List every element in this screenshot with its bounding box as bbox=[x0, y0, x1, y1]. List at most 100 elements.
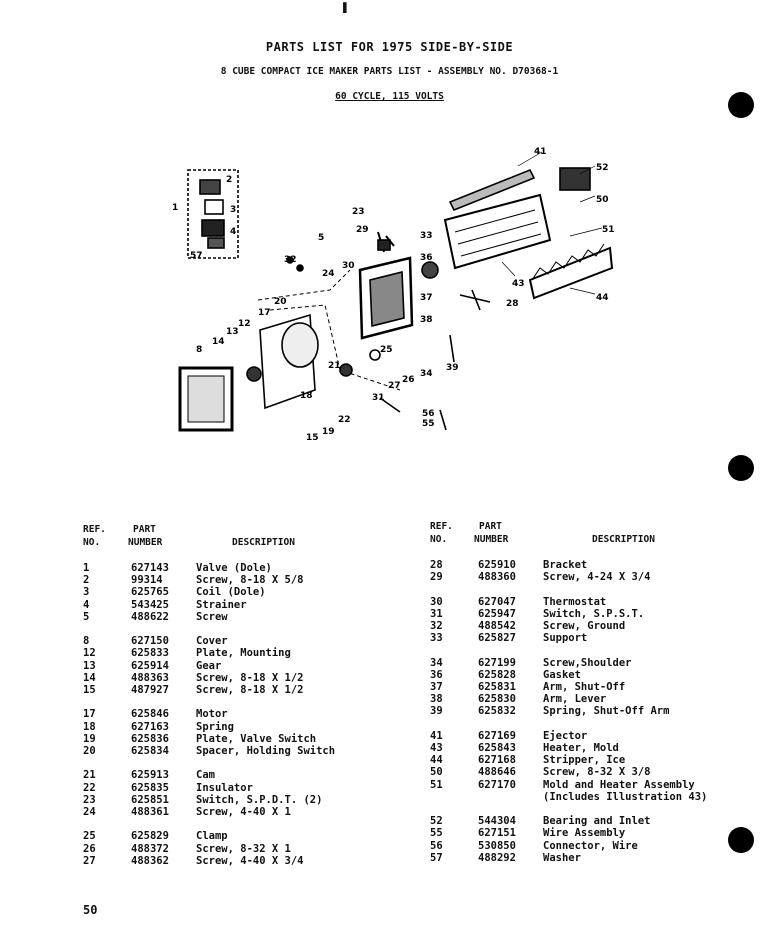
ref-number bbox=[430, 791, 478, 803]
ref-number: 20 bbox=[83, 745, 96, 758]
part-number: 488622 bbox=[131, 610, 169, 623]
group-spacer bbox=[83, 623, 335, 635]
part-number: 488361 bbox=[131, 806, 169, 819]
part-number: 99314 bbox=[131, 574, 163, 587]
part-description: Plate, Mounting bbox=[196, 647, 291, 660]
callout-37: 37 bbox=[420, 293, 433, 303]
part-number: 625835 bbox=[131, 781, 169, 794]
part-description: Ejector bbox=[543, 729, 588, 742]
ref-number: 3 bbox=[83, 586, 90, 599]
part-description: Screw, 4-40 X 3/4 bbox=[196, 854, 304, 867]
ref-number: 28 bbox=[430, 559, 443, 571]
ref-number: 50 bbox=[430, 766, 443, 779]
part-number: 488362 bbox=[131, 854, 169, 867]
ref-number: 25 bbox=[83, 830, 96, 843]
part-number: 487927 bbox=[131, 684, 169, 697]
ref-number: 12 bbox=[83, 647, 96, 660]
ref-number: 36 bbox=[430, 668, 443, 681]
page-number: 50 bbox=[83, 903, 98, 917]
ref-number: 33 bbox=[430, 632, 443, 645]
callout-30: 30 bbox=[342, 261, 355, 271]
callout-34: 34 bbox=[420, 369, 433, 379]
callout-27: 27 bbox=[388, 381, 401, 391]
group-spacer bbox=[83, 818, 335, 830]
part-number: 627163 bbox=[131, 720, 169, 733]
binder-hole-middle bbox=[728, 455, 754, 481]
part-description: Support bbox=[543, 632, 588, 645]
callout-44: 44 bbox=[596, 293, 609, 303]
part-description: Screw bbox=[196, 610, 228, 623]
part-number: 627047 bbox=[478, 595, 516, 608]
part-number: 627199 bbox=[478, 656, 516, 669]
part-number: 625910 bbox=[478, 559, 516, 571]
ref-number: 39 bbox=[430, 705, 443, 718]
part-description: Cam bbox=[196, 769, 215, 782]
binder-hole-bottom bbox=[728, 827, 754, 853]
ref-number: 44 bbox=[430, 754, 443, 767]
callout-19: 19 bbox=[322, 427, 335, 437]
part-number: 627168 bbox=[478, 754, 516, 767]
part-number: 543425 bbox=[131, 598, 169, 611]
part-description: Motor bbox=[196, 708, 228, 721]
part-description: Heater, Mold bbox=[543, 742, 619, 754]
part-number: 625836 bbox=[131, 732, 169, 745]
callout-50: 50 bbox=[596, 195, 609, 205]
part-description: Screw, 8-18 X 1/2 bbox=[196, 671, 304, 684]
callout-12: 12 bbox=[238, 319, 251, 329]
part-number: 544304 bbox=[478, 815, 516, 828]
callout-52: 52 bbox=[596, 163, 609, 173]
part-description: (Includes Illustration 43) bbox=[543, 790, 708, 803]
ref-number: 51 bbox=[430, 778, 443, 791]
callout-22: 22 bbox=[338, 415, 351, 425]
callout-2: 2 bbox=[226, 175, 232, 185]
part-number: 488292 bbox=[478, 851, 516, 864]
part-description: Spring, Shut-Off Arm bbox=[543, 705, 670, 718]
callout-55: 55 bbox=[422, 419, 435, 429]
callout-28: 28 bbox=[506, 299, 519, 309]
callout-33: 33 bbox=[420, 231, 433, 241]
left-description-header: DESCRIPTION bbox=[232, 537, 295, 548]
exploded-view-diagram: 1 2 3 4 5 8 12 13 14 15 17 18 19 20 21 2… bbox=[172, 147, 615, 443]
group-spacer bbox=[430, 803, 707, 815]
part-number bbox=[478, 791, 543, 803]
part-number: 625913 bbox=[131, 769, 169, 782]
part-description: Spacer, Holding Switch bbox=[196, 745, 336, 758]
part-description: Switch, S.P.S.T. bbox=[543, 607, 645, 620]
right-ref-header: REF.NO. bbox=[430, 521, 453, 545]
callout-14: 14 bbox=[212, 337, 225, 347]
ref-number: 31 bbox=[430, 607, 443, 620]
callout-24: 24 bbox=[322, 269, 335, 279]
part-number: 625851 bbox=[131, 793, 169, 806]
part-description: Screw, 4-24 X 3/4 bbox=[543, 571, 651, 584]
part-description: Screw, 8-18 X 5/8 bbox=[196, 574, 304, 587]
part-number: 625827 bbox=[478, 632, 516, 645]
ref-number: 30 bbox=[430, 595, 443, 608]
group-spacer bbox=[83, 757, 335, 769]
callout-13: 13 bbox=[226, 327, 239, 337]
callout-25: 25 bbox=[380, 345, 393, 355]
ref-number: 21 bbox=[83, 769, 96, 782]
part-description: Gear bbox=[196, 659, 222, 672]
ref-number: 32 bbox=[430, 620, 443, 632]
ref-number: 23 bbox=[83, 793, 96, 806]
part-number: 625914 bbox=[131, 659, 169, 672]
